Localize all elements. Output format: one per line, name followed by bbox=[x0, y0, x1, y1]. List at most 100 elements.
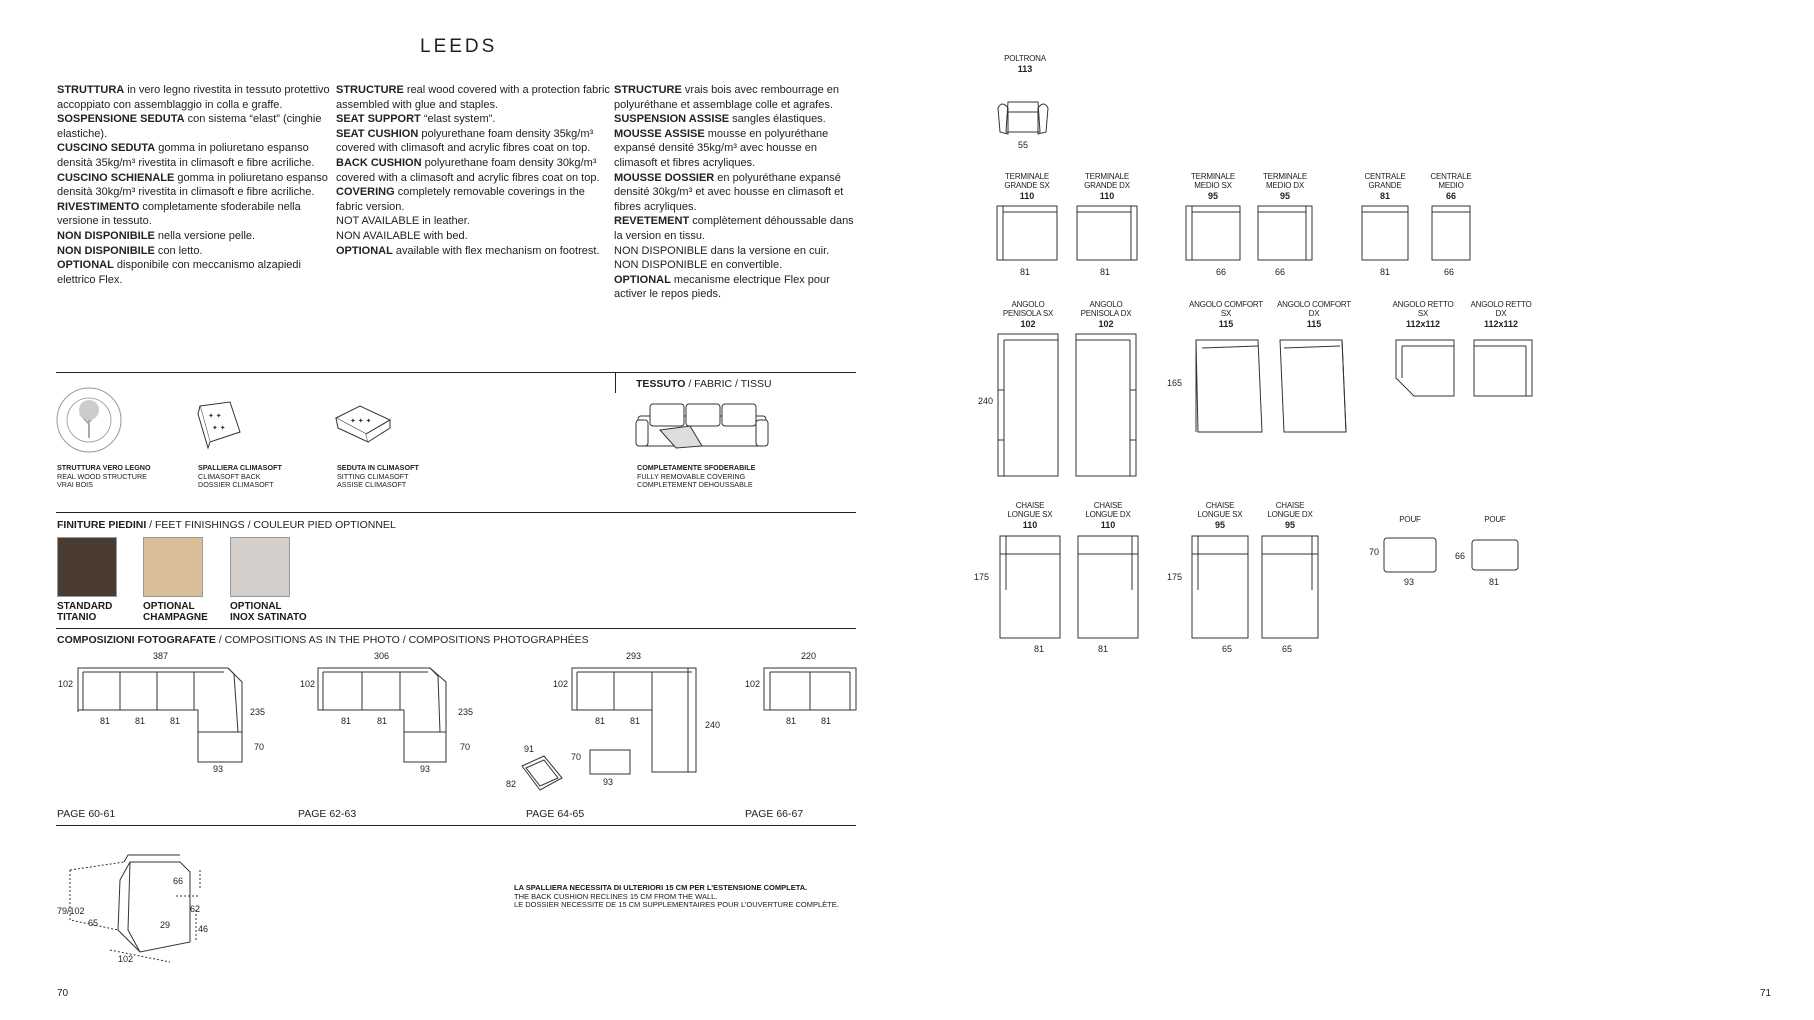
dim-label: 102 bbox=[745, 679, 761, 689]
dim-label: 81 bbox=[1034, 644, 1045, 654]
spec-paragraph: CUSCINO SEDUTA gomma in poliuretano espa… bbox=[57, 141, 332, 170]
dim-label: 293 bbox=[626, 651, 642, 661]
spec-term: NON DISPONIBILE bbox=[57, 244, 155, 257]
divider bbox=[56, 372, 856, 373]
svg-text:✦ ✦ ✦: ✦ ✦ ✦ bbox=[350, 417, 372, 425]
module-angolo-comfort-dx bbox=[1279, 339, 1347, 433]
dim-label: 29 bbox=[160, 920, 171, 930]
dim-label: 240 bbox=[705, 720, 721, 730]
module-chaise-longue-medio-sx bbox=[1191, 535, 1249, 639]
module-depth: 115 bbox=[1306, 319, 1322, 329]
module-depth: 110 bbox=[1019, 191, 1035, 201]
dim-label: 46 bbox=[198, 924, 209, 934]
spec-term: NON DISPONIBILE bbox=[57, 229, 155, 242]
module-centrale-medio bbox=[1431, 205, 1471, 261]
svg-text:✦ ✦: ✦ ✦ bbox=[212, 424, 226, 432]
spec-text: complètement déhoussable dans la version… bbox=[614, 215, 854, 242]
page-title: LEEDS bbox=[420, 36, 498, 57]
spec-text: “elast system”. bbox=[420, 113, 496, 126]
dim-label: 65 bbox=[88, 918, 99, 928]
divider bbox=[56, 825, 856, 826]
module-depth: 110 bbox=[1100, 520, 1116, 530]
module-depth: 95 bbox=[1279, 191, 1290, 201]
spec-paragraph: NON DISPONIBILE con letto. bbox=[57, 244, 332, 259]
dim-label: 81 bbox=[170, 716, 181, 726]
swatch-champagne[interactable] bbox=[143, 537, 203, 597]
module-terminale-medio-sx bbox=[1185, 205, 1241, 261]
dim-label: 81 bbox=[821, 716, 832, 726]
spec-text: polyurethane foam density 35kg/m³ covere… bbox=[336, 127, 594, 155]
module-name: POUF bbox=[1484, 515, 1506, 524]
spec-paragraph: STRUTTURA in vero legno rivestita in tes… bbox=[57, 83, 332, 112]
dim-label: 220 bbox=[801, 651, 817, 661]
spec-text: completamente sfoderabile nella versione… bbox=[57, 200, 301, 228]
fabric-heading: TESSUTO / FABRIC / TISSU bbox=[636, 378, 772, 390]
spec-term: CUSCINO SEDUTA bbox=[57, 142, 156, 155]
spec-text: gomma in poliuretano espanso densità 35k… bbox=[57, 142, 315, 169]
page-ref[interactable]: PAGE 62-63 bbox=[298, 808, 357, 820]
page-ref[interactable]: PAGE 64-65 bbox=[526, 808, 585, 820]
module-depth: 95 bbox=[1214, 520, 1225, 530]
module-chaise-longue-sx bbox=[999, 535, 1061, 639]
module-terminale-grande-dx bbox=[1076, 205, 1138, 261]
feet-heading: FINITURE PIEDINI / FEET FINISHINGS / COU… bbox=[57, 519, 396, 531]
spec-paragraph: MOUSSE DOSSIER en polyuréthane expansé d… bbox=[614, 171, 854, 215]
page-ref[interactable]: PAGE 60-61 bbox=[57, 808, 116, 820]
dim-label: 91 bbox=[524, 744, 535, 754]
module-name: POUF bbox=[1399, 515, 1421, 524]
spec-term: BACK CUSHION bbox=[336, 156, 422, 169]
module-angolo-retto-dx bbox=[1473, 339, 1533, 397]
dim-label: 79/102 bbox=[57, 906, 85, 916]
module-terminale-medio-dx bbox=[1257, 205, 1313, 261]
dim-label: 93 bbox=[603, 777, 614, 787]
swatch-inox[interactable] bbox=[230, 537, 290, 597]
page-ref[interactable]: PAGE 66-67 bbox=[745, 808, 804, 820]
dim-label: 93 bbox=[420, 764, 431, 774]
dim-label: 70 bbox=[571, 752, 582, 762]
spec-text: NON DISPONIBLE en convertible. bbox=[614, 259, 783, 272]
dim-label: 175 bbox=[1167, 572, 1183, 582]
seat-cushion-icon: ✦ ✦ ✦ bbox=[334, 405, 392, 443]
spec-text: con sistema “elast” (cinghie elastiche). bbox=[57, 113, 322, 140]
dim-label: 65 bbox=[1222, 644, 1233, 654]
svg-text:✦ ✦: ✦ ✦ bbox=[208, 412, 222, 420]
dim-label: 240 bbox=[978, 396, 994, 406]
spec-term: OPTIONAL bbox=[614, 273, 671, 286]
dim-label: 65 bbox=[1282, 644, 1293, 654]
module-depth: 95 bbox=[1284, 520, 1295, 530]
swatch-titanio[interactable] bbox=[57, 537, 117, 597]
dim-label: 66 bbox=[1216, 267, 1227, 277]
page-number: 70 bbox=[57, 988, 69, 999]
dim-label: 387 bbox=[153, 651, 169, 661]
spec-paragraph: RIVESTIMENTO completamente sfoderabile n… bbox=[57, 200, 332, 229]
dim-label: 102 bbox=[553, 679, 569, 689]
module-angolo-retto-sx bbox=[1395, 339, 1455, 397]
spec-text: en polyuréthane expansé densité 30kg/m³ … bbox=[614, 171, 844, 213]
spec-text: con letto. bbox=[154, 244, 203, 257]
spec-text: real wood covered with a protection fabr… bbox=[336, 84, 610, 111]
dim-label: 82 bbox=[506, 779, 517, 789]
spec-term: STRUTTURA bbox=[57, 84, 125, 96]
dim-label: 81 bbox=[1100, 267, 1111, 277]
dim-label: 66 bbox=[173, 876, 184, 886]
module-chaise-longue-dx bbox=[1077, 535, 1139, 639]
module-pouf-2 bbox=[1471, 539, 1519, 571]
cushion-icon: ✦ ✦ ✦ ✦ bbox=[197, 401, 241, 450]
spec-term: REVETEMENT bbox=[614, 215, 690, 228]
spec-paragraph: STRUCTURE real wood covered with a prote… bbox=[336, 83, 611, 112]
dim-label: 81 bbox=[630, 716, 641, 726]
dim-label: 81 bbox=[1098, 644, 1109, 654]
recline-note: LA SPALLIERA NECESSITA DI ULTERIORI 15 C… bbox=[514, 883, 839, 910]
dim-label: 62 bbox=[190, 904, 201, 914]
